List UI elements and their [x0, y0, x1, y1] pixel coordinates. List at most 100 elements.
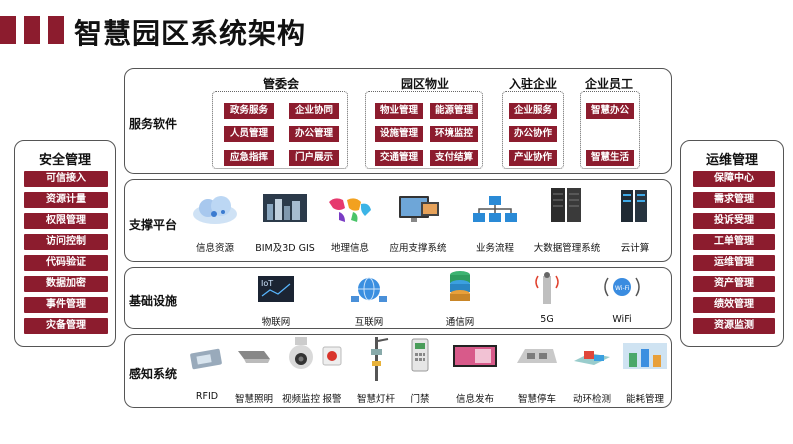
energy-icon	[623, 343, 667, 369]
support-platform-row: 支撑平台 信息资源 BIM及3D GIS 地理信息	[124, 179, 672, 262]
infra-item: 互联网	[339, 274, 399, 328]
service-button: 支付结算	[430, 150, 478, 166]
support-item: 应用支撑系统	[383, 194, 453, 256]
service-button: 交通管理	[375, 150, 423, 166]
server-rack-icon	[551, 188, 581, 222]
parking-icon	[517, 349, 557, 363]
security-item: 资源计量	[24, 192, 108, 208]
service-button: 企业协同	[289, 103, 339, 119]
service-button: 门户展示	[289, 150, 339, 166]
sensing-item-label: 信息发布	[455, 394, 495, 405]
globe-network-icon	[351, 277, 387, 302]
infra-item: Wi-Fi WiFi	[595, 274, 649, 328]
rfid-reader-icon	[190, 348, 222, 370]
security-item: 代码验证	[24, 255, 108, 271]
title-decoration	[48, 16, 64, 44]
group-box	[502, 91, 564, 169]
service-button: 能源管理	[430, 103, 478, 119]
operations-item: 保障中心	[693, 171, 775, 187]
sensing-item-label: 智慧照明	[234, 394, 274, 405]
infra-item-label: WiFi	[612, 314, 632, 325]
security-item: 灾备管理	[24, 318, 108, 334]
support-item: 云计算	[611, 188, 659, 256]
sensing-item-label: 能耗管理	[625, 394, 665, 405]
group-title: 园区物业	[400, 77, 449, 91]
support-item-label: 大数据管理系统	[533, 243, 601, 254]
antenna-5g-icon	[535, 272, 559, 304]
display-screen-icon	[453, 345, 497, 367]
support-item-label: 信息资源	[195, 243, 235, 254]
operations-item: 绩效管理	[693, 297, 775, 313]
group-box	[365, 91, 483, 169]
network-flow-icon	[473, 196, 517, 222]
sensing-item-label: 报警	[322, 394, 342, 405]
operations-panel-title: 运维管理	[705, 153, 758, 168]
title-decoration	[0, 16, 16, 44]
service-software-row: 服务软件 管委会 政务服务 企业协同 人员管理 办公管理 应急指挥 门户展示 园…	[124, 68, 672, 174]
sensing-item-label: 动环检测	[572, 394, 612, 405]
support-item-label: 云计算	[620, 243, 650, 254]
security-item: 可信接入	[24, 171, 108, 187]
group-box	[212, 91, 348, 169]
dome-camera-icon	[289, 337, 313, 369]
sensing-item: 智慧灯杆	[351, 335, 401, 407]
service-button: 人员管理	[224, 126, 274, 142]
support-item: 信息资源	[187, 194, 243, 256]
3d-city-icon	[263, 194, 307, 222]
sensing-item: 动环检测	[567, 343, 617, 407]
wifi-icon: Wi-Fi	[604, 277, 640, 297]
security-item: 事件管理	[24, 297, 108, 313]
infra-item-label: 通信网	[445, 317, 475, 328]
support-item: BIM及3D GIS	[255, 194, 315, 256]
monitor-icon	[399, 196, 439, 222]
env-monitor-icon	[574, 351, 610, 365]
security-item: 访问控制	[24, 234, 108, 250]
cloud-server-icon	[621, 190, 647, 222]
sensing-item-label: 视频监控	[281, 394, 321, 405]
group-title: 入驻企业	[508, 77, 557, 91]
street-lamp-icon	[238, 351, 270, 363]
security-item: 数据加密	[24, 276, 108, 292]
service-button: 政务服务	[224, 103, 274, 119]
row-label: 支撑平台	[129, 218, 178, 232]
operations-panel: 运维管理 保障中心 需求管理 投诉受理 工单管理 运维管理 资产管理 绩效管理 …	[680, 140, 784, 347]
operations-item: 投诉受理	[693, 213, 775, 229]
service-button: 物业管理	[375, 103, 423, 119]
operations-item: 资产管理	[693, 276, 775, 292]
access-control-icon	[411, 338, 429, 372]
page-title: 智慧园区系统架构	[74, 17, 307, 50]
service-button: 环境监控	[430, 126, 478, 142]
infrastructure-row: 基础设施 IoT 物联网 互联网 通信网	[124, 267, 672, 329]
infra-item: IoT 物联网	[251, 276, 301, 328]
support-item: 地理信息	[323, 194, 377, 256]
sensing-item-label: 智慧停车	[517, 394, 557, 405]
sensing-item: 报警	[315, 341, 349, 407]
group-title: 管委会	[262, 77, 299, 91]
sensing-item-label: RFID	[195, 391, 219, 402]
infra-item-label: 5G	[540, 314, 554, 325]
security-panel: 安全管理 可信接入 资源计量 权限管理 访问控制 代码验证 数据加密 事件管理 …	[14, 140, 116, 347]
group-box	[580, 91, 640, 169]
operations-item: 需求管理	[693, 192, 775, 208]
support-item: 大数据管理系统	[527, 186, 607, 256]
operations-item: 资源监测	[693, 318, 775, 334]
service-button: 产业协作	[509, 150, 557, 166]
sensing-item: 门禁	[405, 337, 435, 407]
service-button: 智慧生活	[586, 150, 634, 166]
service-button: 企业服务	[509, 103, 557, 119]
sensing-item-label: 智慧灯杆	[356, 394, 396, 405]
infra-item: 5G	[525, 270, 569, 328]
support-item-label: 应用支撑系统	[389, 243, 447, 254]
sensing-row: 感知系统 RFID 智慧照明 视频监控 报警	[124, 334, 672, 408]
row-label: 感知系统	[129, 367, 178, 381]
alarm-button-icon	[322, 346, 342, 366]
sensing-item: 智慧照明	[227, 345, 281, 407]
security-panel-title: 安全管理	[38, 153, 91, 168]
group-title: 企业员工	[584, 77, 633, 91]
infra-item-label: 互联网	[354, 317, 384, 328]
infra-item: 通信网	[433, 270, 487, 328]
sensing-item: 智慧停车	[509, 343, 565, 407]
sensing-item: RFID	[185, 345, 229, 407]
title-decoration	[24, 16, 40, 44]
service-button: 应急指挥	[224, 150, 274, 166]
